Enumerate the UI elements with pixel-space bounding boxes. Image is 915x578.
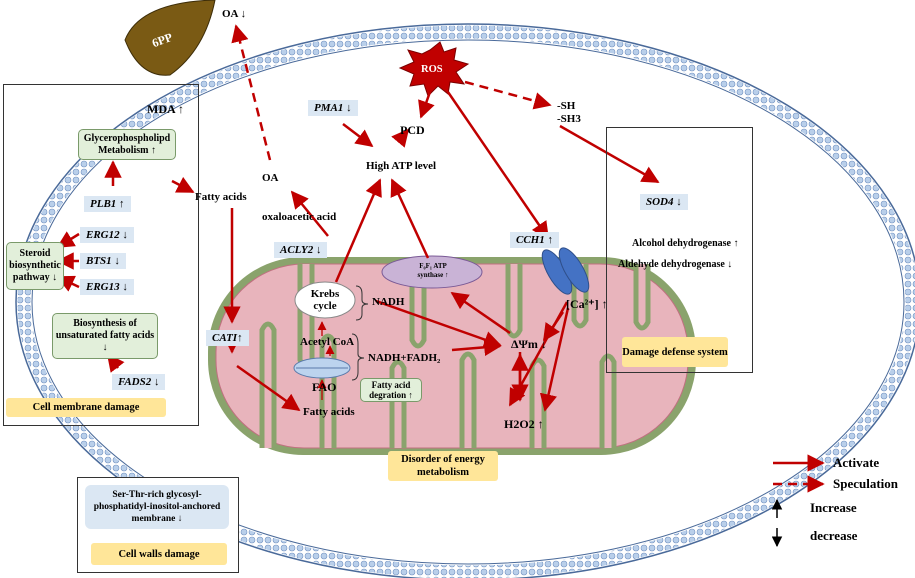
- h2o2-label: H2O2 ↑: [504, 417, 544, 431]
- fatty-acids-bottom-label: Fatty acids: [303, 406, 355, 418]
- unsaturated-fatty-acids-box: Biosynthesis of unsaturated fatty acids …: [52, 313, 158, 359]
- legend-decrease: decrease: [810, 528, 858, 543]
- sh-label: -SH: [557, 100, 576, 112]
- legend-speculation: Speculation: [833, 476, 899, 491]
- cch1-gene: CCH1 ↑: [510, 232, 559, 248]
- atp-synthase-shape: [381, 255, 483, 289]
- ros-burst: [398, 41, 470, 97]
- oa-top-label: OA ↓: [222, 8, 247, 20]
- erg12-gene: ERG12 ↓: [80, 227, 134, 243]
- damage-defense-panel: [606, 127, 753, 373]
- fads2-gene: FADS2 ↓: [112, 374, 166, 390]
- pma1-gene: PMA1 ↓: [308, 100, 358, 116]
- pcd-label: PCD: [400, 123, 425, 137]
- sh3-label: -SH3: [557, 113, 581, 125]
- cat1-gene: CATI↑: [206, 330, 249, 346]
- glycerophospholipid-box: Glycerophospholipd Metabolism ↑: [78, 129, 176, 160]
- fatty-acid-degradation-box: Fatty acid degration ↑: [360, 378, 422, 402]
- cell-membrane-damage-label: Cell membrane damage: [6, 398, 166, 417]
- bts1-gene: BTS1 ↓: [80, 253, 126, 269]
- alcohol-dehydrogenase-label: Alcohol dehydrogenase ↑: [632, 238, 739, 249]
- energy-disorder-label: Disorder of energy metabolism: [388, 451, 498, 481]
- krebs-label: Krebs cycle: [310, 288, 340, 312]
- cell-membrane-bilayer: [17, 25, 915, 578]
- nadh-label: NADH: [372, 296, 405, 308]
- atp-synthase-label: F₀F₁ ATP synthase ↑: [417, 262, 449, 279]
- cell-membrane-outer: [15, 23, 915, 578]
- ros-label: ROS: [421, 64, 443, 75]
- krebs-cycle-shape: [294, 281, 356, 319]
- nadh-fadh-label: NADH+FADH₂: [368, 352, 441, 364]
- legend-increase: Increase: [810, 500, 857, 515]
- cell-membrane-panel: [3, 84, 199, 426]
- acetyl-coa-label: Acetyl CoA: [300, 336, 355, 348]
- sod4-gene: SOD4 ↓: [640, 194, 688, 210]
- membrane-potential-label: ΔΨm ↓: [511, 337, 547, 351]
- acly2-gene: ACLY2 ↓: [274, 242, 328, 258]
- cell-walls-damage-label: Cell walls damage: [91, 543, 227, 565]
- plb1-gene: PLB1 ↑: [84, 196, 131, 212]
- high-atp-label: High ATP level: [366, 160, 437, 172]
- calcium-label: [Ca²⁺] ↑: [566, 297, 608, 311]
- ser-thr-box: Ser-Thr-rich glycosyl-phosphatidyl-inosi…: [85, 485, 229, 529]
- cch1-channel-right: [558, 247, 590, 293]
- legend-activate: Activate: [833, 455, 880, 470]
- oa-label: OA: [262, 172, 279, 184]
- erg13-gene: ERG13 ↓: [80, 279, 134, 295]
- oxaloacetic-label: oxaloacetic acid: [262, 211, 337, 223]
- fatty-acids-top-label: Fatty acids: [195, 191, 247, 203]
- compound-shape: [124, 0, 216, 76]
- aldehyde-dehydrogenase-label: Aldehyde dehydrogenase ↓: [618, 259, 733, 270]
- damage-defense-label: Damage defense system: [622, 337, 728, 367]
- steroid-box: Steroid biosynthetic pathway ↓: [6, 242, 64, 290]
- mda-label: MDA ↑: [147, 102, 184, 116]
- fao-label: FAO: [312, 380, 337, 394]
